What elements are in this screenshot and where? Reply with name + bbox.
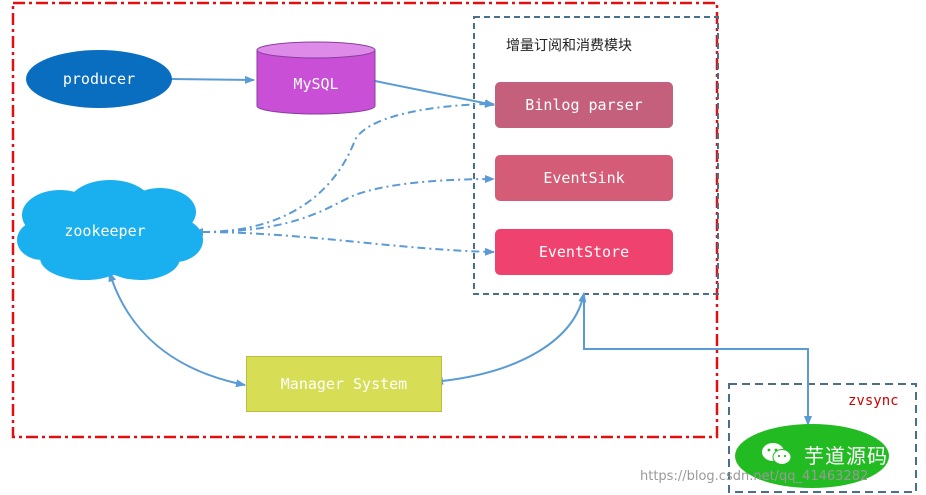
eventsink-box: EventSink [495, 155, 673, 201]
binlog-parser-box: Binlog parser [495, 82, 673, 128]
edge-zookeeper-binlog [201, 100, 495, 233]
watermark-brand: 芋道源码 [804, 444, 888, 468]
zvsync-label: zvsync [848, 393, 899, 409]
zookeeper-cloud [17, 180, 203, 280]
manager-system-label: Manager System [280, 375, 408, 393]
mysql-label: MySQL [293, 75, 339, 93]
eventstore-box: EventStore [495, 229, 673, 275]
client-ellipse [735, 424, 889, 488]
edge-mysql-binlog [374, 80, 495, 108]
eventsink-label: EventSink [543, 169, 625, 187]
wechat-icon [762, 443, 792, 465]
edge-manager-eventstore [433, 292, 587, 385]
edge-zookeeper-manager [108, 271, 246, 388]
mysql-cylinder [256, 41, 376, 115]
edge-zookeeper-eventsink [201, 175, 495, 233]
zvsync-boundary [728, 383, 917, 493]
manager-system-box: Manager System [246, 356, 442, 412]
eventstore-label: EventStore [538, 243, 630, 261]
module-group-title: 增量订阅和消费模块 [506, 38, 632, 54]
watermark-url: https://blog.csdn.net/qq_41463282 [640, 469, 869, 484]
producer-label: producer [62, 70, 136, 88]
producer-ellipse [26, 50, 172, 108]
edge-eventstore-client [583, 293, 812, 426]
producer-node: producer [26, 62, 172, 96]
mysql-node: MySQL [257, 64, 375, 104]
zookeeper-label: zookeeper [64, 222, 146, 240]
binlog-parser-label: Binlog parser [525, 96, 643, 114]
edge-producer-mysql [170, 75, 255, 84]
edge-zookeeper-eventstore [193, 228, 495, 256]
module-group-border [473, 16, 719, 295]
zookeeper-node: zookeeper [30, 216, 180, 246]
system-boundary [11, 1, 719, 439]
